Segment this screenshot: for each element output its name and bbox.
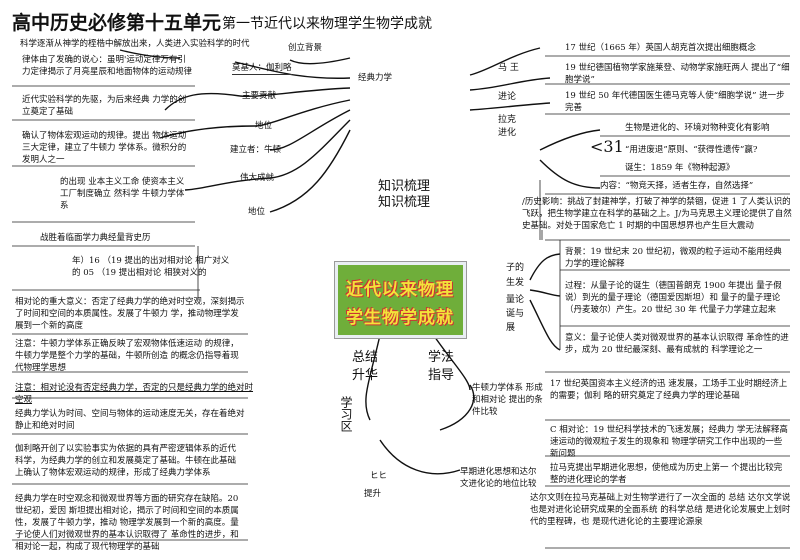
right-block-4: 生物是进化的、环境对物种变化有影响 bbox=[625, 123, 770, 133]
left-para-2: 注意：牛顿力学体系正确反映了宏观物体低速运动 的规律，牛顿力学是整个力学的基础，… bbox=[15, 339, 239, 373]
right-block-3: 19 世纪 50 年代德国医生德马克等人使“细胞学说” 进一步完善 bbox=[565, 91, 785, 113]
method-label-1: 学法 bbox=[428, 350, 455, 365]
left-block-6: 年）16 （19 提出的出对相对论 相广对义的 05 （19 提出相对论 相狭对… bbox=[72, 256, 230, 278]
left-block-2: 近代实验科学的先驱，为后来经典 力学的创立奠定了基础 bbox=[22, 95, 187, 117]
improve-label: 提升 bbox=[364, 489, 382, 499]
label-classical-mechanics: 经典力学 bbox=[358, 73, 393, 83]
badge-line-2: 学生物学成就 bbox=[346, 308, 454, 328]
label-status-1: 地位 bbox=[255, 121, 273, 131]
right-block-2: 19 世纪德国植物学家施莱登、动物学家施旺两人 提出了“细胞学说” bbox=[565, 63, 790, 85]
right-block-17: 拉马克提出早期进化思想，使他成为历史上第一 个提出比较完整的进化理论的学者 bbox=[550, 463, 783, 485]
left-para-5: 伽利略开创了以实验事实为依据的具有严密逻辑体系的近代 科学，为经典力学的创立和发… bbox=[15, 444, 237, 478]
central-badge: 近代以来物理 学生物学成就 bbox=[335, 262, 466, 338]
summary-label-2: 升华 bbox=[352, 368, 379, 383]
right-block-14: 17 世纪英国资本主义经济的迅 速发展，工场手工业时期经济上的需要；伽利 略的研… bbox=[550, 379, 788, 401]
right-block-11: 过程：从量子论的诞生（德国普朗克 1900 年提出 量子假说）到光的量子理论（德… bbox=[565, 281, 782, 315]
left-block-4: 的出现 业本主义工命 使资本主义工厂制度确立 然科学 牛顿力学体系 bbox=[60, 177, 185, 211]
summary-label-1: 总结 bbox=[352, 350, 379, 365]
study-area-label: 学习区 bbox=[339, 396, 353, 432]
quantum-label-5: 展 bbox=[506, 323, 516, 333]
label-founder-newton: 建立者：牛顿 bbox=[230, 145, 282, 155]
right-compare-label-2: 早期进化思想和达尔文进化论的地位比较 bbox=[460, 467, 537, 489]
marx-label-4: 进化 bbox=[498, 128, 517, 138]
right-block-18: 达尔文则在拉马克基础上对生物学进行了一次全面的 总结 达尔文学说也是对进化论研究… bbox=[530, 493, 791, 527]
page-title: 高中历史必修第十五单元 bbox=[12, 12, 222, 34]
right-block-8: 内容：“物竞天择，适者生存，自然选择” bbox=[600, 181, 754, 191]
left-para-6: 经典力学在时空观念和微观世界等方面的研究存在缺陷。20 世纪初，爱因 斯坦提出相… bbox=[15, 494, 239, 552]
right-block-15: C 相对论：19 世纪科学技术的飞速发展；经典力 学无法解释高速运动的微观粒子发… bbox=[550, 425, 788, 459]
left-block-3: 确认了物体宏观运动的规律。提出 物体运动三大定律，建立了牛顿力 学体系。微积分的… bbox=[22, 131, 187, 165]
label-founder-galileo: 莫基人：伽利略 bbox=[232, 63, 292, 75]
marx-label-1: 马 王 bbox=[498, 63, 519, 73]
intro-text: 科学逐渐从神学的桎梏中解放出来，人类进入实验科学的时代 bbox=[20, 39, 250, 49]
badge-line-1: 近代以来物理 bbox=[346, 280, 454, 300]
right-block-9: /历史影响：挑战了封建神学，打破了神学的禁锢，促进 1 了人类认识的飞跃，把生物… bbox=[522, 197, 792, 231]
left-block-5: 战胜着临面学力典经量背史历 bbox=[40, 233, 151, 243]
label-contribution: 主要贡献 bbox=[242, 91, 277, 101]
label-background: 创立背景 bbox=[288, 43, 323, 53]
right-block-5: <31 bbox=[590, 137, 624, 156]
left-para-4: 经典力学认为时间、空间与物体的运动速度无关，存在着绝对静止和绝对时间 bbox=[15, 409, 245, 431]
right-block-1: 17 世纪（1665 年）英国人胡克首次提出细胞概念 bbox=[565, 43, 756, 53]
left-block-1: 律体由了发确的说心：虽明'运动定律万有引力定律揭示了月亮星辰和地面物体的运动规律 bbox=[22, 55, 193, 77]
left-para-3: 注意：相对论没有否定经典力学，否定的只是经典力学的绝对时空观 bbox=[15, 383, 254, 405]
quantum-label-2: 生发 bbox=[506, 278, 525, 288]
label-achievement: 伟大成就 bbox=[240, 173, 275, 183]
right-block-7: 诞生：1859 年《物种起源》 bbox=[625, 163, 735, 173]
page-subtitle: 第一节近代以来物理学生物学成就 bbox=[222, 16, 432, 32]
quantum-label-1: 子的 bbox=[506, 263, 525, 273]
right-block-10: 背景：19 世纪末 20 世纪初，微观的粒子运动不能用经典力学的理论解释 bbox=[565, 247, 782, 269]
quantum-label-3: 量论 bbox=[506, 295, 525, 305]
marx-label-2: 进论 bbox=[498, 92, 517, 102]
label-status-2: 地位 bbox=[248, 207, 266, 217]
center-heading-2: 知识梳理 bbox=[378, 195, 431, 210]
right-compare-label-1: 牛顿力学体系 形成和相对论 提出的条件比较 bbox=[472, 383, 543, 417]
method-label-2: 指导 bbox=[428, 368, 455, 383]
marx-label-3: 拉克 bbox=[498, 115, 517, 125]
right-block-6: “用进废退”原则、“获得性遗传”赢? bbox=[625, 145, 758, 155]
ee-glyphs: ヒヒ bbox=[370, 471, 388, 481]
quantum-label-4: 诞与 bbox=[506, 309, 525, 319]
center-heading-1: 知识梳理 bbox=[378, 179, 431, 194]
left-para-1: 相对论的重大意义：否定了经典力学的绝对时空观，深刻揭示了时间和空间的本质属性。发… bbox=[15, 297, 245, 331]
right-block-12: 意义：量子论使人类对微观世界的基本认识取得 革命性的进步，成为 20 世纪最深刻… bbox=[565, 333, 789, 355]
